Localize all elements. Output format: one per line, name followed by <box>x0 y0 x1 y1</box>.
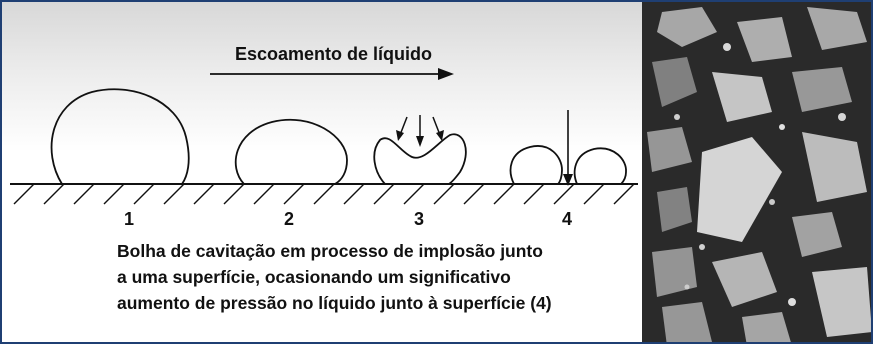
implosion-arrows-icon <box>396 115 444 147</box>
caption-line-3: aumento de pressão no líquido junto à su… <box>117 293 552 313</box>
flow-arrow-icon <box>210 68 454 80</box>
caption-line-1: Bolha de cavitação em processo de implos… <box>117 241 543 261</box>
stage-label-3: 3 <box>414 209 424 229</box>
micrograph-photo <box>642 2 871 342</box>
bubble-stage-1 <box>50 88 190 185</box>
stage-label-1: 1 <box>124 209 134 229</box>
caption: Bolha de cavitação em processo de implos… <box>117 238 587 316</box>
bubble-stage-2 <box>234 118 348 185</box>
cavitation-diagram-panel: 1 2 3 4 Escoamento de líquido Bolha de c… <box>2 2 642 342</box>
stage-label-4: 4 <box>562 209 572 229</box>
flow-label: Escoamento de líquido <box>235 44 433 64</box>
caption-line-2: a uma superfície, ocasionando um signifi… <box>117 267 511 287</box>
stage-label-2: 2 <box>284 209 294 229</box>
surface-hatching <box>13 183 635 205</box>
bubble-stage-4-left <box>509 145 563 185</box>
jet-arrow-icon <box>563 110 573 186</box>
bubble-stage-4-right <box>573 147 627 185</box>
micrograph-particles <box>642 2 871 342</box>
bubble-stage-3 <box>373 133 467 185</box>
cavitation-diagram: 1 2 3 4 <box>10 68 638 229</box>
